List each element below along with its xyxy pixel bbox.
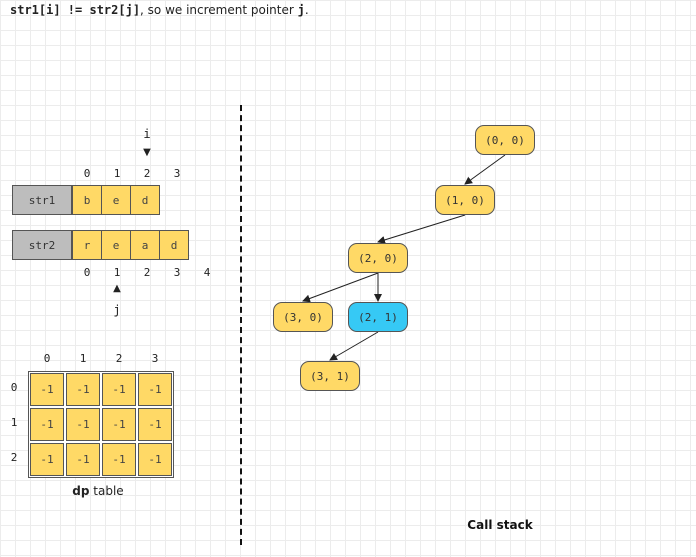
dp-cell: -1 [138,443,172,476]
caption-condition: str1[i] != str2[j] [10,3,141,17]
call-node: (3, 0) [273,302,333,332]
str2-char-cell: d [159,230,189,260]
call-node: (0, 0) [475,125,535,155]
dp-cell: -1 [102,408,136,441]
str1-label: str1 [12,185,72,215]
call-node: (1, 0) [435,185,495,215]
dp-cell: -1 [30,373,64,406]
dp-cell: -1 [30,443,64,476]
caption-period: . [304,3,309,17]
dp-cell: -1 [102,373,136,406]
str2-char-cell: r [72,230,102,260]
str1-char-cell: d [130,185,160,215]
dp-table: -1-1-1-1-1-1-1-1-1-1-1-1 [28,371,174,478]
call-stack-title: Call stack [467,518,533,532]
dp-cell: -1 [138,373,172,406]
dp-title-rest: table [89,484,124,498]
dp-cell: -1 [138,408,172,441]
dp-table-title: dp table [28,484,168,498]
dp-title-bold: dp [72,484,90,498]
call-node: (2, 1) [348,302,408,332]
str2-label: str2 [12,230,72,260]
call-edge [302,272,379,303]
dp-row-header: 2 [10,451,18,464]
call-edge [377,214,466,244]
caption-pointer: j [297,3,305,17]
pointer-i-label: i [143,127,151,141]
str1-char-cell: b [72,185,102,215]
str1-index-3: 3 [173,167,181,180]
dp-col-header: 3 [151,352,159,365]
str2-index-1: 1 [113,266,121,279]
dp-cell: -1 [66,408,100,441]
section-divider [240,105,242,545]
dp-row-header: 1 [10,416,18,429]
dp-cell: -1 [30,408,64,441]
dp-col-header: 2 [115,352,123,365]
call-node: (2, 0) [348,243,408,273]
call-edge [464,154,506,185]
caption-text: , so we increment pointer [140,3,298,17]
str2-index-2: 2 [143,266,151,279]
call-node: (3, 1) [300,361,360,391]
dp-cell: -1 [66,443,100,476]
dp-row-header: 0 [10,381,18,394]
str1-index-2: 2 [143,167,151,180]
str2-index-0: 0 [83,266,91,279]
call-edge [329,331,379,361]
str2-char-cell: e [101,230,131,260]
dp-cell: -1 [66,373,100,406]
str2-index-4: 4 [203,266,211,279]
dp-col-header: 0 [43,352,51,365]
str1-index-0: 0 [83,167,91,180]
str1-index-1: 1 [113,167,121,180]
dp-col-header: 1 [79,352,87,365]
step-caption: str1[i] != str2[j], so we increment poin… [10,3,309,17]
str2-index-3: 3 [173,266,181,279]
pointer-i-arrow: ▼ [143,147,151,158]
pointer-j-label: j [113,303,121,317]
pointer-j-arrow: ▲ [113,283,121,294]
dp-cell: -1 [102,443,136,476]
